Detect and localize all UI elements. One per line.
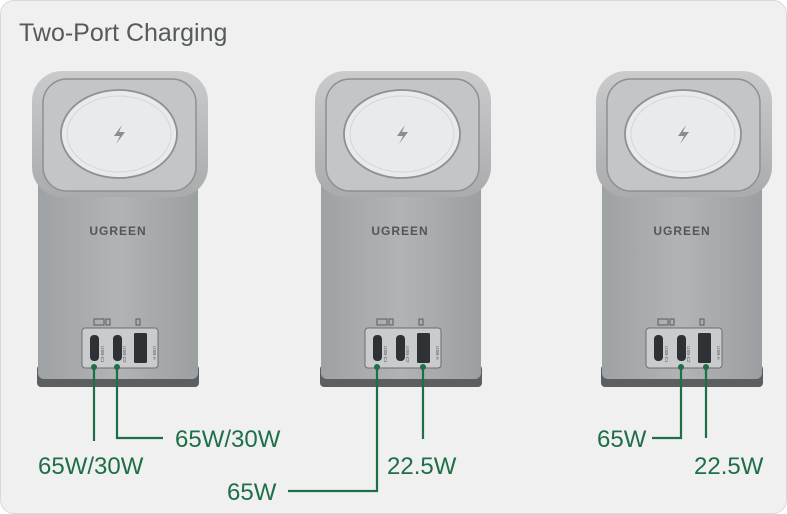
watt-label-d3-a: 22.5W <box>694 453 764 480</box>
port-label-c2: USB-C2 <box>405 346 410 363</box>
connector-lines <box>91 364 709 493</box>
port-label-c1: USB-C1 <box>664 346 669 363</box>
watt-label-d1-c2: 65W/30W <box>175 426 281 453</box>
watt-label-d2-a: 22.5W <box>387 453 457 480</box>
page-title: Two-Port Charging <box>19 19 228 47</box>
brand-logo: UGREEN <box>653 224 710 238</box>
watt-label-d2-c1: 65W <box>227 479 277 506</box>
brand-logo: UGREEN <box>89 224 146 238</box>
port-label-c1: USB-C1 <box>383 346 388 363</box>
port-label-a: USB-A <box>152 346 157 360</box>
port-label-a: USB-A <box>716 346 721 360</box>
watt-label-d3-c2: 65W <box>597 426 647 453</box>
brand-logo: UGREEN <box>371 224 428 238</box>
port-label-a: USB-A <box>435 346 440 360</box>
port-label-c1: USB-C1 <box>100 346 105 363</box>
port-label-c2: USB-C2 <box>686 346 691 363</box>
watt-label-d1-c1: 65W/30W <box>38 453 144 480</box>
port-label-c2: USB-C2 <box>122 346 127 363</box>
